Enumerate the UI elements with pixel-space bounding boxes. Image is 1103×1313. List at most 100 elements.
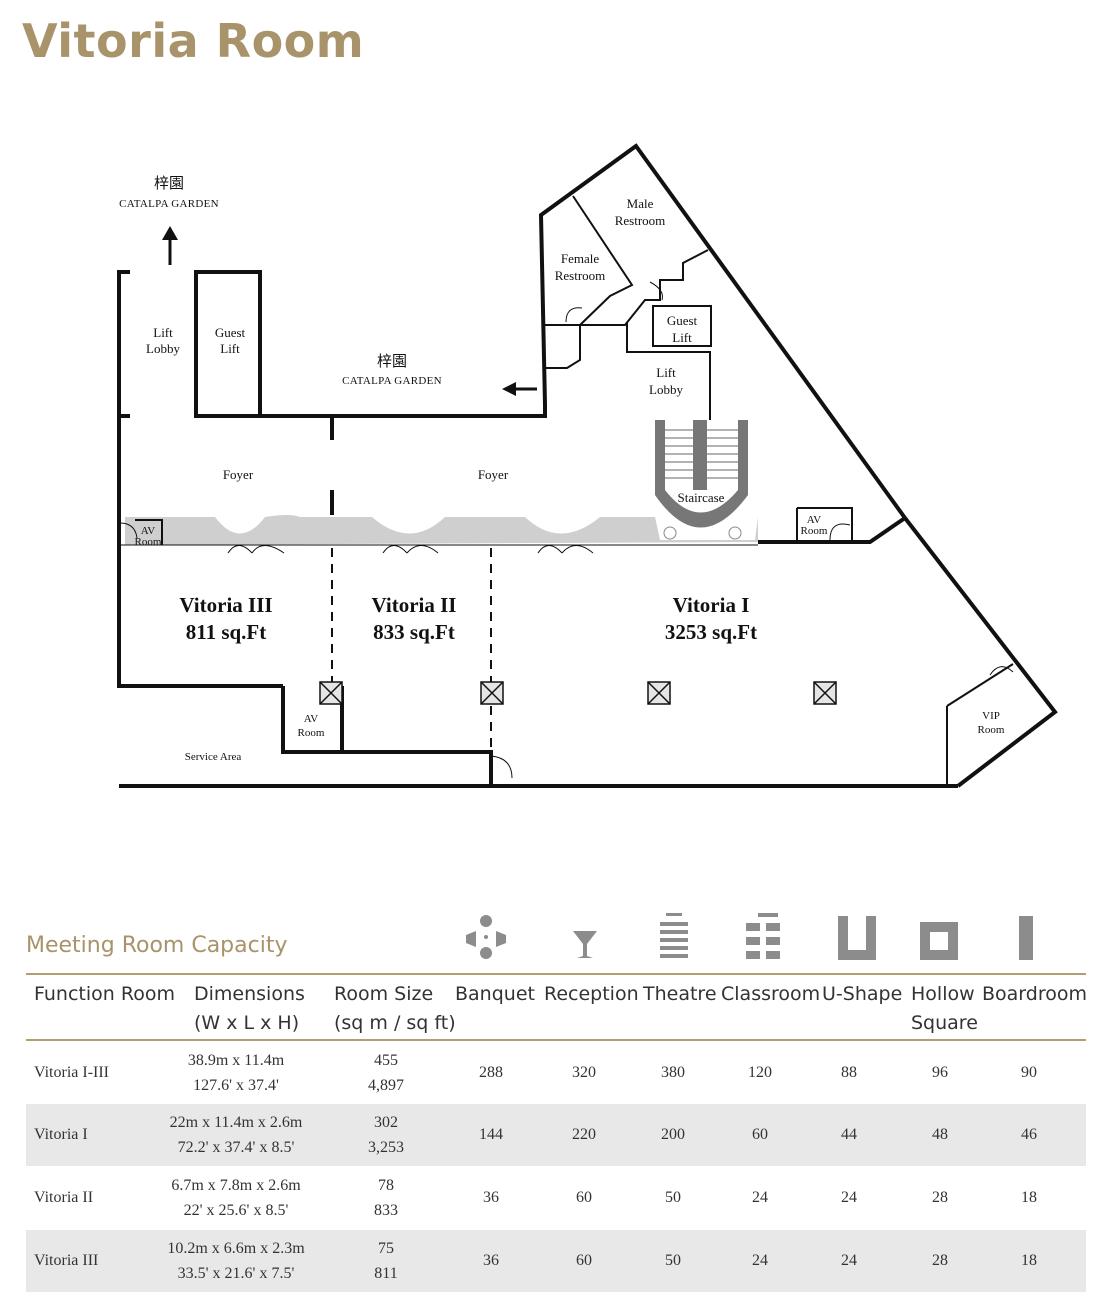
room2-size: 833 sq.Ft: [373, 620, 455, 644]
theatre-capacity-cell: 380: [661, 1064, 685, 1081]
dimensions-cell: 38.9m x 11.4m 127.6' x 37.4': [146, 1042, 326, 1104]
header-classroom: Classroom: [721, 983, 821, 1005]
catalpa-en-label-2: CATALPA GARDEN: [342, 375, 442, 387]
room-name-cell: Vitoria I: [34, 1126, 88, 1143]
classroom-capacity-cell: 24: [752, 1189, 768, 1206]
theatre-icon: [660, 913, 688, 958]
header-room-size-line-2: (sq m / sq ft): [334, 1012, 456, 1034]
room3-name: Vitoria III: [179, 593, 272, 617]
theatre-capacity-cell: 200: [661, 1126, 685, 1143]
room-size-sqft: 833: [374, 1202, 398, 1219]
boardroom-capacity-cell: 90: [1021, 1064, 1037, 1081]
dimensions-feet: 72.2' x 37.4' x 8.5': [177, 1139, 295, 1156]
staircase-graphic: [655, 420, 748, 540]
theatre-capacity-cell: 50: [665, 1252, 681, 1269]
banquet-capacity-cell: 36: [483, 1189, 499, 1206]
av-room-2-line-2: Room: [801, 525, 828, 537]
service-area-label: Service Area: [185, 751, 242, 763]
guest-lift-2-line-2: Lift: [672, 330, 692, 345]
room-size-cell: 455 4,897: [336, 1042, 436, 1104]
room2-name: Vitoria II: [372, 593, 457, 617]
lift-lobby-2-line-2: Lobby: [649, 382, 683, 397]
room1-size: 3253 sq.Ft: [665, 620, 757, 644]
banquet-capacity-cell: 144: [479, 1126, 503, 1143]
reception-icon: [573, 931, 597, 958]
header-hollow-line-1: Hollow: [911, 983, 975, 1005]
male-restroom-line-1: Male: [627, 196, 654, 211]
u-shape-icon: [838, 916, 876, 960]
guest-lift-2-line-1: Guest: [667, 313, 698, 328]
ushape-capacity-cell: 24: [841, 1252, 857, 1269]
header-banquet: Banquet: [455, 983, 535, 1005]
table-row: Vitoria II 6.7m x 7.8m x 2.6m 22' x 25.6' …: [26, 1167, 1086, 1229]
dimensions-feet: 33.5' x 21.6' x 7.5': [177, 1265, 295, 1282]
reception-capacity-cell: 60: [576, 1189, 592, 1206]
room-size-sqm: 78: [378, 1177, 394, 1194]
header-room-size: Room Size (sq m / sq ft): [334, 980, 456, 1038]
corridor: [125, 515, 758, 545]
header-dimensions-line-1: Dimensions: [194, 983, 305, 1005]
av-room-3-line-1: AV: [304, 713, 319, 725]
room-size-sqft: 811: [374, 1265, 398, 1282]
av-room-1-line-2: Room: [135, 536, 162, 548]
ushape-capacity-cell: 88: [841, 1064, 857, 1081]
banquet-capacity-cell: 36: [483, 1252, 499, 1269]
heading-rule: [26, 973, 1086, 975]
diagonal-wall: [903, 516, 1058, 788]
staircase-label: Staircase: [678, 490, 725, 505]
boardroom-capacity-cell: 18: [1021, 1252, 1037, 1269]
boardroom-capacity-cell: 18: [1021, 1189, 1037, 1206]
header-function-room: Function Room: [34, 983, 175, 1005]
dimensions-metric: 6.7m x 7.8m x 2.6m: [171, 1177, 301, 1194]
hollow-capacity-cell: 96: [932, 1064, 948, 1081]
header-room-size-line-1: Room Size: [334, 983, 434, 1005]
dimensions-metric: 10.2m x 6.6m x 2.3m: [167, 1240, 305, 1257]
dimensions-feet: 22' x 25.6' x 8.5': [183, 1202, 289, 1219]
guest-lift-2-box: [652, 305, 712, 347]
classroom-capacity-cell: 24: [752, 1252, 768, 1269]
ushape-capacity-cell: 44: [841, 1126, 857, 1143]
header-hollow-line-2: Square: [911, 1012, 978, 1034]
av-room-3-line-2: Room: [298, 727, 325, 739]
female-restroom-line-2: Restroom: [555, 268, 606, 283]
header-theatre: Theatre: [643, 983, 717, 1005]
dimensions-cell: 10.2m x 6.6m x 2.3m 33.5' x 21.6' x 7.5': [146, 1230, 326, 1292]
reception-capacity-cell: 220: [572, 1126, 596, 1143]
hollow-capacity-cell: 48: [932, 1126, 948, 1143]
foyer-label-2: Foyer: [478, 467, 509, 482]
room-name-cell: Vitoria II: [34, 1189, 94, 1206]
female-restroom-line-1: Female: [561, 251, 599, 266]
room-size-sqm: 455: [374, 1052, 398, 1069]
page-title: Vitoria Room: [22, 14, 365, 68]
av-room-2-line-1: AV: [807, 514, 822, 526]
reception-capacity-cell: 320: [572, 1064, 596, 1081]
header-dimensions: Dimensions (W x L x H): [194, 980, 305, 1038]
hollow-square-icon: [920, 922, 958, 960]
classroom-icon: [746, 913, 780, 959]
room1-name: Vitoria I: [673, 593, 750, 617]
vip-room-line-2: Room: [978, 724, 1005, 736]
av-room-1-line-1: AV: [141, 525, 156, 537]
header-hollow-square: Hollow Square: [911, 980, 978, 1038]
room-size-sqft: 4,897: [368, 1077, 404, 1094]
ushape-capacity-cell: 24: [841, 1189, 857, 1206]
dimensions-cell: 6.7m x 7.8m x 2.6m 22' x 25.6' x 8.5': [146, 1167, 326, 1229]
boardroom-capacity-cell: 46: [1021, 1126, 1037, 1143]
theatre-capacity-cell: 50: [665, 1189, 681, 1206]
hollow-capacity-cell: 28: [932, 1189, 948, 1206]
room-size-sqm: 75: [378, 1240, 394, 1257]
vip-room-line-1: VIP: [982, 710, 1000, 722]
header-u-shape: U-Shape: [822, 983, 903, 1005]
room3-size: 811 sq.Ft: [186, 620, 267, 644]
banquet-icon: [466, 915, 506, 959]
dimensions-feet: 127.6' x 37.4': [193, 1077, 279, 1094]
layout-icons: [466, 913, 1033, 960]
header-rule: [26, 1039, 1086, 1041]
dimensions-metric: 38.9m x 11.4m: [187, 1052, 285, 1069]
